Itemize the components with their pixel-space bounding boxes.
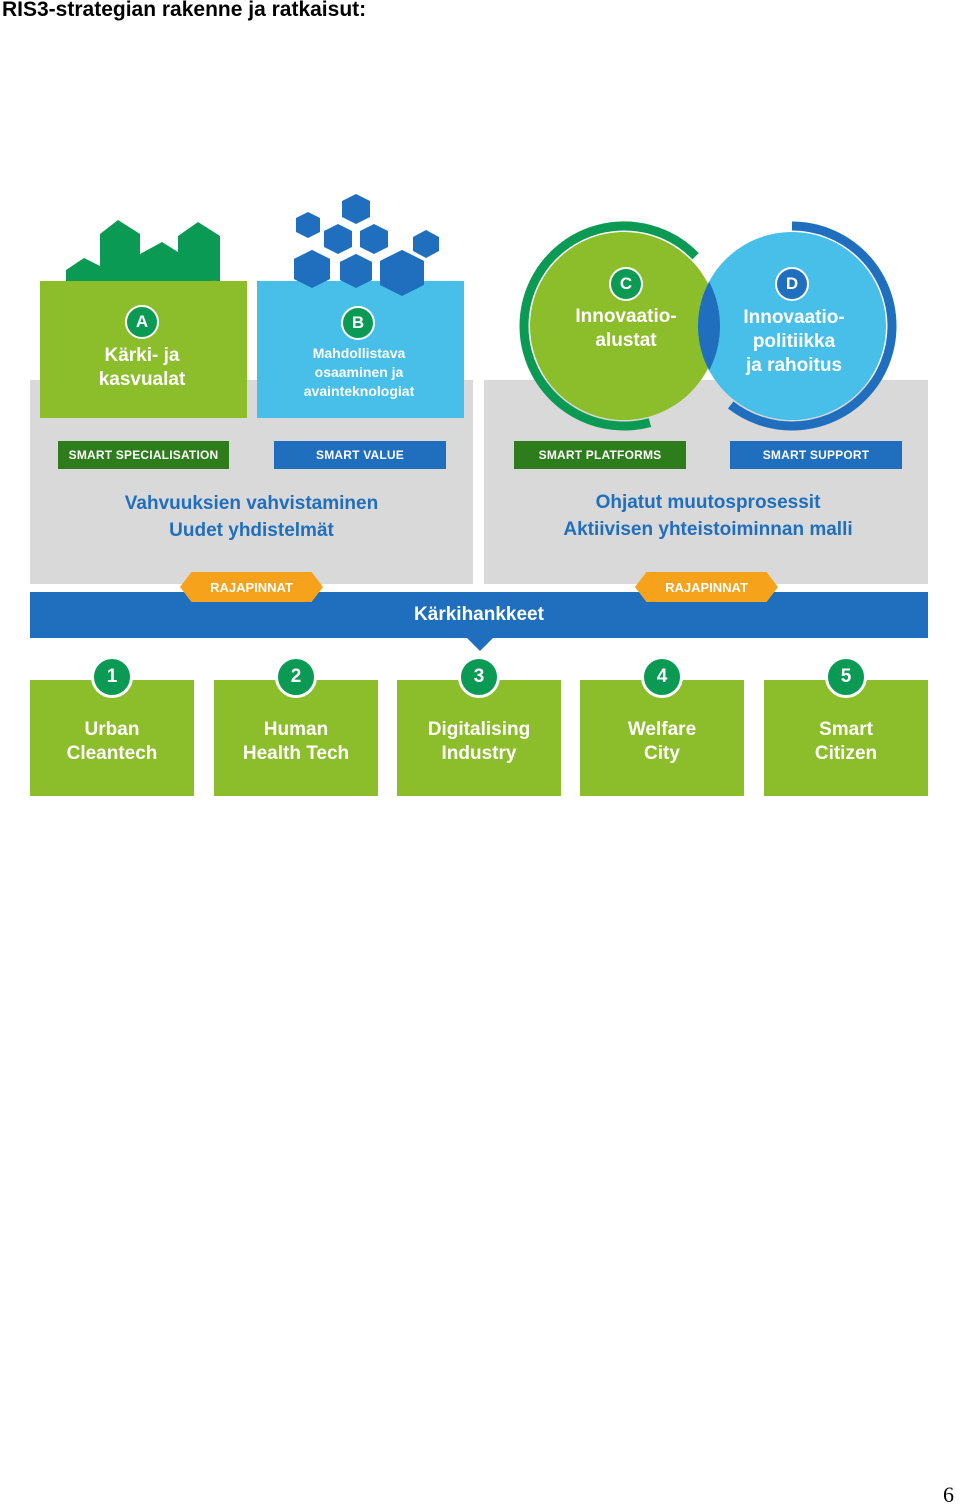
smart-support-bar: SMART SUPPORT bbox=[730, 441, 902, 469]
block-b-label-line3: avainteknologiat bbox=[303, 383, 415, 399]
circles-c-d bbox=[519, 221, 897, 431]
block-b-label-line1: Mahdollistava bbox=[312, 345, 406, 361]
block-d-label-line2: politiikka bbox=[752, 331, 836, 352]
block-d-label-line3: ja rahoitus bbox=[745, 355, 843, 376]
project-number-1: 1 bbox=[91, 656, 133, 698]
interface-tag-left: RAJAPINNAT bbox=[180, 572, 323, 602]
block-a-label: Kärki- ja kasvualat bbox=[40, 344, 244, 392]
project-label-4-line1: Welfare bbox=[627, 719, 697, 740]
badge-b: B bbox=[341, 306, 375, 340]
project-label-2-line2: Health Tech bbox=[242, 743, 350, 764]
project-label-5: Smart Citizen bbox=[764, 718, 928, 766]
project-label-1-line1: Urban bbox=[84, 719, 140, 740]
block-d-label-line1: Innovaatio- bbox=[743, 307, 845, 328]
block-b bbox=[257, 281, 464, 418]
block-c-label: Innovaatio- alustat bbox=[555, 305, 697, 353]
project-card-4: 4 Welfare City bbox=[580, 656, 744, 796]
main-band-pointer-icon bbox=[466, 637, 494, 651]
left-description: Vahvuuksien vahvistaminen Uudet yhdistel… bbox=[30, 490, 473, 544]
block-a bbox=[40, 281, 247, 418]
block-b-label: Mahdollistava osaaminen ja avainteknolog… bbox=[257, 344, 461, 401]
project-label-2-line1: Human bbox=[263, 719, 329, 740]
project-label-5-line1: Smart bbox=[819, 719, 873, 740]
main-band: Kärkihankkeet bbox=[30, 592, 928, 638]
project-number-3: 3 bbox=[458, 656, 500, 698]
project-label-3: Digitalising Industry bbox=[397, 718, 561, 766]
right-description-line1: Ohjatut muutosprosessit bbox=[595, 492, 821, 513]
badge-c: C bbox=[609, 267, 643, 301]
project-card-5: 5 Smart Citizen bbox=[764, 656, 928, 796]
left-description-line2: Uudet yhdistelmät bbox=[169, 520, 334, 541]
right-description-line2: Aktiivisen yhteistoiminnan malli bbox=[563, 519, 853, 540]
page-number: 6 bbox=[943, 1482, 954, 1507]
project-card-3: 3 Digitalising Industry bbox=[397, 656, 561, 796]
right-panel bbox=[484, 380, 928, 584]
badge-a: A bbox=[125, 305, 159, 339]
project-card-1: 1 Urban Cleantech bbox=[30, 656, 194, 796]
interface-tag-right: RAJAPINNAT bbox=[635, 572, 778, 602]
smart-value-bar: SMART VALUE bbox=[274, 441, 446, 469]
block-c-label-line2: alustat bbox=[595, 330, 657, 351]
smart-platforms-bar: SMART PLATFORMS bbox=[514, 441, 686, 469]
project-label-2: Human Health Tech bbox=[214, 718, 378, 766]
block-a-label-line1: Kärki- ja bbox=[104, 345, 180, 366]
badge-d: D bbox=[775, 267, 809, 301]
right-description: Ohjatut muutosprosessit Aktiivisen yhtei… bbox=[484, 489, 932, 543]
left-description-line1: Vahvuuksien vahvistaminen bbox=[124, 493, 379, 514]
hexagons-overlap-icon bbox=[294, 250, 424, 296]
project-number-4: 4 bbox=[641, 656, 683, 698]
project-label-4-line2: City bbox=[644, 743, 680, 764]
project-number-2: 2 bbox=[275, 656, 317, 698]
project-card-2: 2 Human Health Tech bbox=[214, 656, 378, 796]
page-title: RIS3-strategian rakenne ja ratkaisut: bbox=[2, 0, 367, 21]
smart-specialisation-bar: SMART SPECIALISATION bbox=[58, 441, 229, 469]
project-label-3-line1: Digitalising bbox=[427, 719, 531, 740]
block-d-label: Innovaatio- politiikka ja rahoitus bbox=[722, 306, 866, 378]
project-label-1-line2: Cleantech bbox=[66, 743, 158, 764]
block-b-label-line2: osaaminen ja bbox=[314, 364, 404, 380]
project-label-3-line2: Industry bbox=[441, 743, 517, 764]
block-c-label-line1: Innovaatio- bbox=[575, 306, 677, 327]
project-label-4: Welfare City bbox=[580, 718, 744, 766]
block-a-label-line2: kasvualat bbox=[98, 369, 186, 390]
project-number-5: 5 bbox=[825, 656, 867, 698]
project-label-1: Urban Cleantech bbox=[30, 718, 194, 766]
project-label-5-line2: Citizen bbox=[814, 743, 878, 764]
